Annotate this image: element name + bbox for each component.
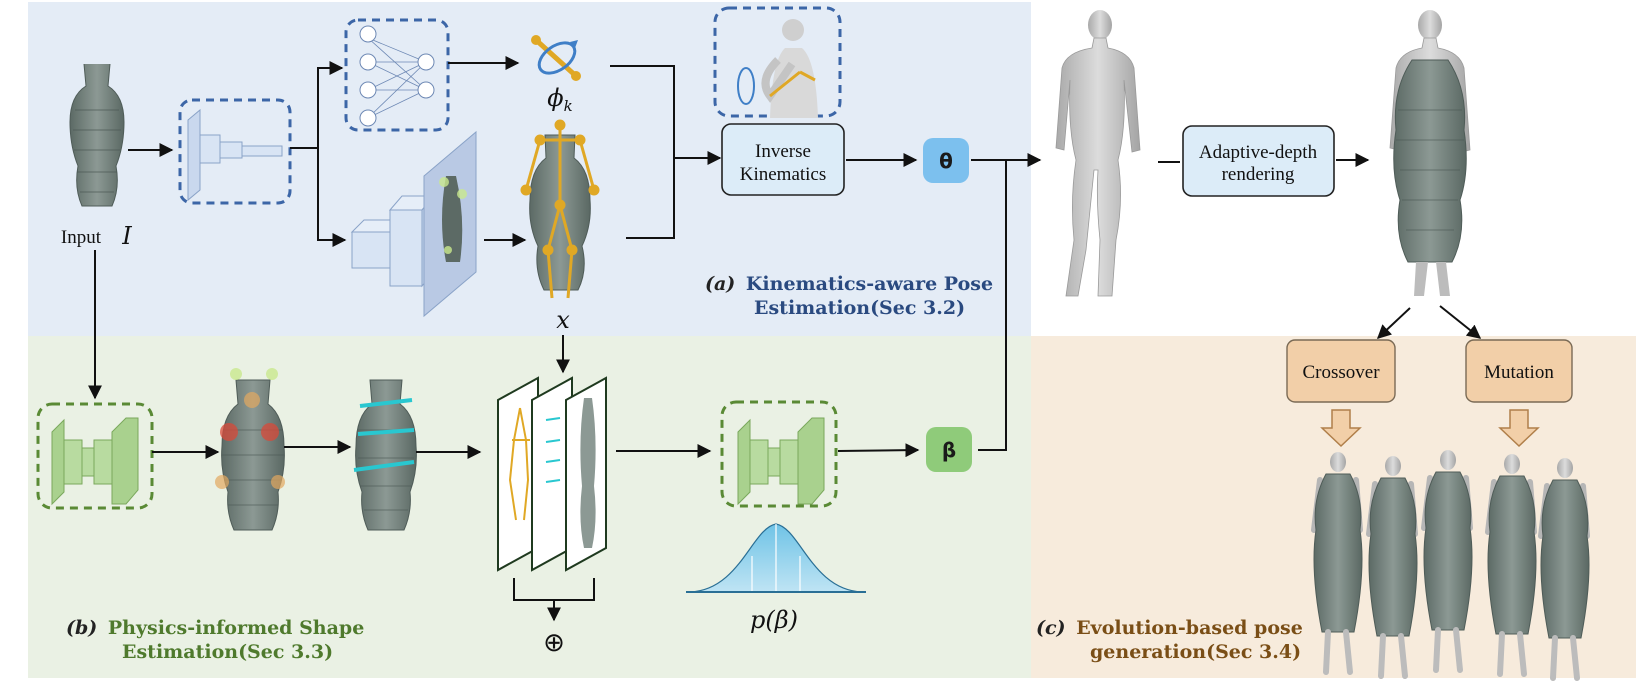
gaussian-prior-icon	[686, 523, 866, 593]
p-beta-label: p(β)	[750, 606, 798, 634]
stacked-feature-planes	[497, 376, 607, 572]
adr-label-line1: Adaptive-depth	[1199, 142, 1318, 163]
section-b-label-line2: Estimation(Sec 3.3)	[122, 641, 333, 663]
section-a-label-line2: Estimation(Sec 3.2)	[754, 297, 965, 319]
ik-arm-figure	[737, 19, 818, 118]
mutation-label: Mutation	[1484, 362, 1554, 383]
keypoint-dress-figure	[215, 368, 285, 531]
x-label: x	[556, 306, 570, 334]
phi-k-label: ϕk	[547, 84, 572, 115]
section-c-label: (c) Evolution-based pose	[1036, 617, 1303, 639]
shape-regressor-box	[720, 400, 838, 508]
mutation-box	[1465, 339, 1573, 403]
adaptive-depth-rendering-box	[1182, 125, 1335, 197]
crossover-down-arrow	[1320, 409, 1362, 448]
crossover-box	[1286, 339, 1396, 403]
mlp-box	[344, 18, 450, 132]
posed-body-figure	[1055, 10, 1141, 297]
input-symbol: I	[121, 222, 132, 250]
pose-encoder-box	[178, 98, 292, 205]
generated-pose-figure	[1366, 456, 1418, 679]
dressed-body-figure	[1389, 10, 1471, 296]
theta-label: θ	[939, 149, 953, 173]
generated-pose-figure	[1538, 458, 1590, 681]
shape-encoder-box	[36, 402, 154, 510]
section-a-label: (a) Kinematics-aware Pose	[705, 273, 993, 295]
skeleton-dress-figure	[520, 119, 600, 299]
input-dress-figure	[69, 63, 125, 207]
input-label: Input	[61, 227, 102, 248]
generated-pose-figure	[1485, 454, 1537, 677]
beta-label: β	[942, 438, 956, 462]
ik-label-line2: Kinematics	[740, 164, 827, 185]
adr-label-line2: rendering	[1222, 164, 1295, 185]
crossover-label: Crossover	[1302, 362, 1380, 383]
generated-poses-group	[1311, 450, 1590, 681]
mutation-down-arrow	[1498, 409, 1540, 448]
shape-encoder-icon	[51, 417, 139, 506]
encoder-icon	[187, 108, 283, 202]
shape-regressor-icon	[737, 417, 825, 506]
generated-pose-figure	[1421, 450, 1473, 673]
inverse-kinematics-box	[721, 123, 845, 196]
beta-badge	[926, 427, 972, 472]
section-c-label-line2: generation(Sec 3.4)	[1090, 641, 1301, 663]
ik-label-line1: Inverse	[755, 141, 811, 162]
concat-symbol: ⊕	[543, 628, 565, 657]
theta-badge	[923, 138, 969, 183]
section-b-label: (b) Physics-informed Shape	[66, 617, 364, 639]
rotation-bone-icon	[531, 35, 581, 81]
measurement-dress-figure	[353, 379, 417, 531]
mlp-network-icon	[359, 25, 435, 127]
heatmap-network-icon	[350, 130, 477, 318]
generated-pose-figure	[1311, 452, 1363, 675]
